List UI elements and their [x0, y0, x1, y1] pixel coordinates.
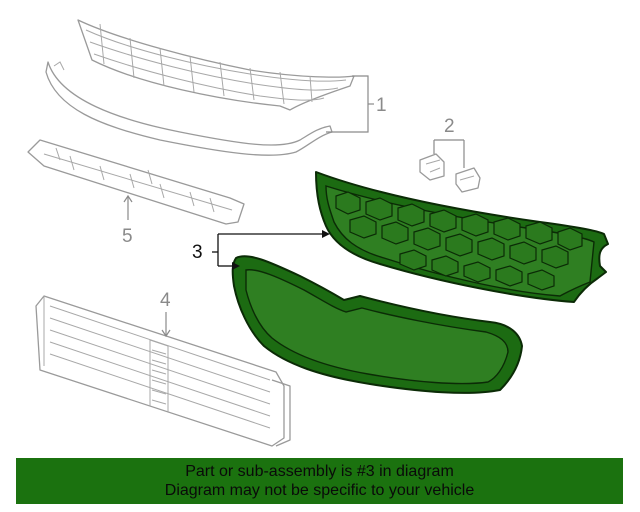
mesh-pattern	[149, 339, 169, 405]
part-3-grille-upper	[315, 171, 609, 303]
callout-3: 3	[192, 230, 330, 270]
callout-1: 1	[326, 75, 387, 133]
callout-2-label: 2	[444, 116, 455, 137]
banner-line-2: Diagram may not be specific to your vehi…	[164, 482, 475, 499]
info-banner: Part or sub-assembly is #3 in diagram Di…	[16, 458, 623, 504]
callout-5-label: 5	[122, 226, 133, 247]
callout-1-label: 1	[376, 95, 387, 116]
callout-2: 2	[433, 116, 465, 168]
part-3-grille-lower	[231, 255, 523, 394]
callout-5: 5	[122, 194, 133, 247]
part-5-bracket	[27, 139, 245, 225]
callout-3-label: 3	[192, 242, 203, 263]
parts-diagram: 1 5 2	[27, 19, 609, 447]
banner-line-1: Part or sub-assembly is #3 in diagram	[185, 463, 454, 480]
hex-pattern	[335, 191, 583, 291]
part-2-clips	[419, 153, 481, 193]
part-1-upper-grille	[45, 19, 355, 156]
callout-4: 4	[160, 290, 171, 338]
callout-4-label: 4	[160, 290, 171, 311]
part-4-air-shutter	[35, 295, 291, 447]
